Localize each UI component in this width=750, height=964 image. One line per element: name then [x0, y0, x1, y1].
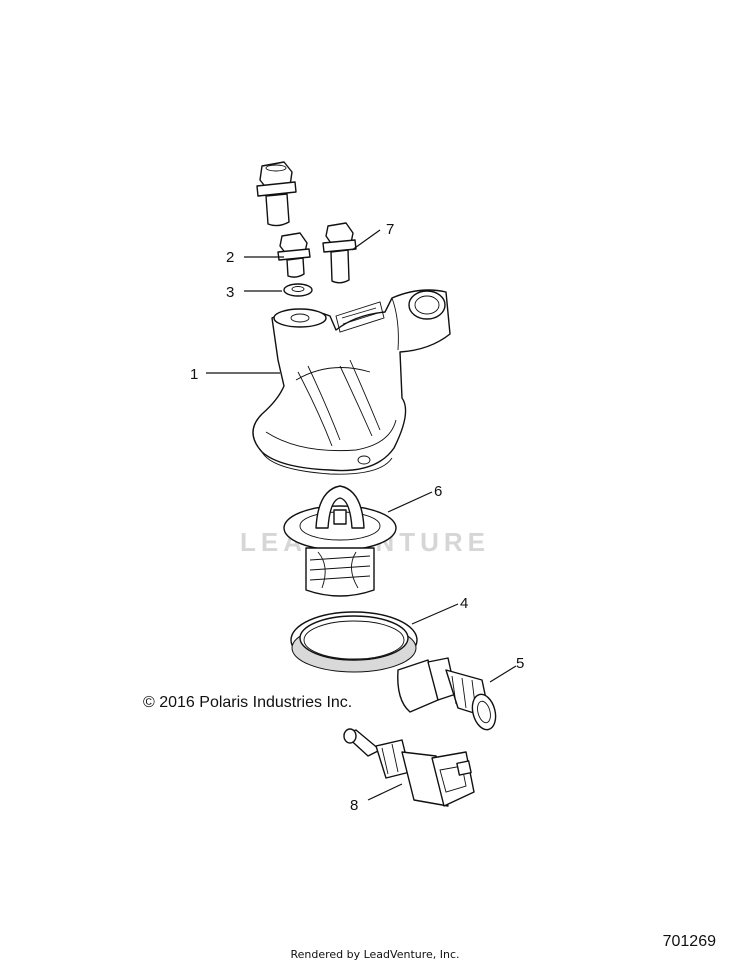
callout-7: 7: [386, 221, 394, 238]
callout-3: 3: [226, 284, 234, 301]
sensor-part-8: [343, 728, 475, 807]
callout-1: 1: [190, 366, 198, 383]
copyright-notice: © 2016 Polaris Industries Inc.: [143, 694, 353, 711]
callout-5: 5: [516, 655, 524, 672]
thermostat-part-6: [283, 485, 397, 597]
seal-part-4: [290, 611, 418, 673]
leader-lines: [206, 229, 517, 801]
callout-8: 8: [350, 797, 358, 814]
callout-6: 6: [434, 483, 442, 500]
washer-part-3: [283, 283, 313, 297]
bolt-upper: [256, 161, 297, 227]
callout-4: 4: [460, 595, 468, 612]
bolt-part-2: [277, 232, 311, 278]
callout-2: 2: [226, 249, 234, 266]
bolt-part-7: [322, 222, 357, 284]
thermostat-housing-part-1: [252, 289, 451, 475]
diagram-id: 701269: [662, 933, 716, 950]
fitting-part-5: [397, 657, 497, 731]
footer-credit: Rendered by LeadVenture, Inc.: [290, 948, 460, 961]
